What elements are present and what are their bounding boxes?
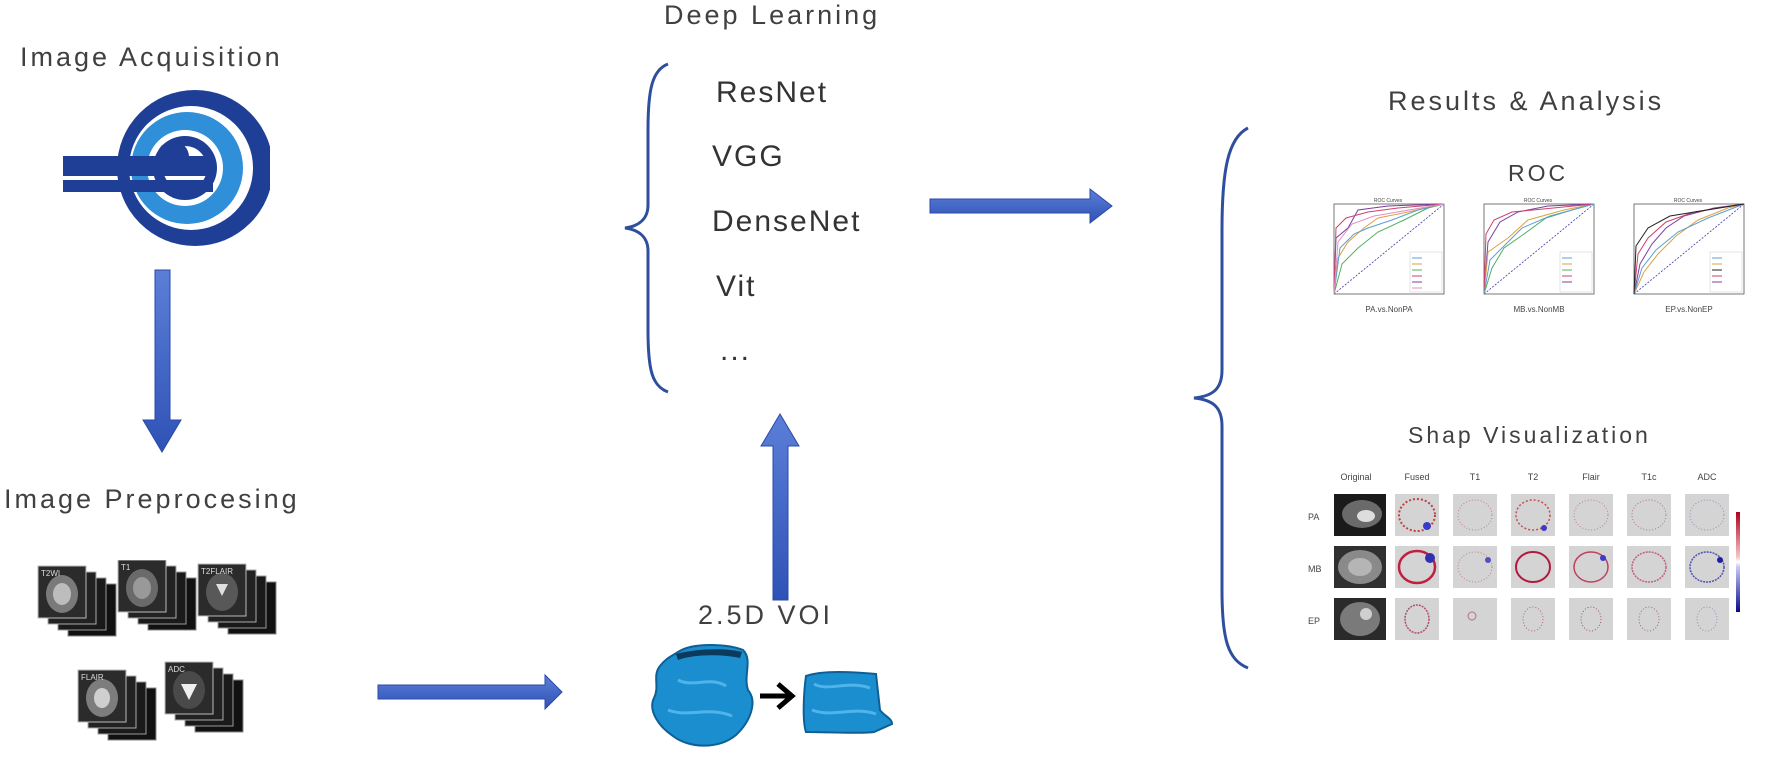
shap-cells-mb: [1395, 546, 1729, 588]
results-title: Results & Analysis: [1388, 86, 1665, 116]
voi-volume-graphic: [651, 644, 894, 747]
svg-text:ROC Curves: ROC Curves: [1674, 198, 1703, 204]
shap-row-mb: MB: [1308, 564, 1322, 574]
mri-stack-adc: ADC: [164, 661, 244, 733]
brace-deep-learning: [624, 62, 669, 394]
roc-title: ROC: [1508, 160, 1569, 186]
shap-cells-ep: [1395, 598, 1729, 640]
shap-col-t2: T2: [1528, 472, 1539, 482]
svg-text:ROC Curves: ROC Curves: [1524, 198, 1553, 204]
arrow-right-deeplearning-results: [929, 187, 1113, 225]
model-ellipsis: ...: [720, 334, 752, 367]
arrow-up-voi-deeplearning: [760, 413, 800, 601]
model-densenet: DenseNet: [712, 205, 862, 238]
shap-row-pa: PA: [1308, 512, 1319, 522]
svg-text:EP.vs.NonEP: EP.vs.NonEP: [1665, 305, 1712, 314]
mri-scanner-icon: [63, 90, 270, 246]
mri-stack-t1: T1: [117, 560, 197, 631]
shap-col-original: Original: [1340, 472, 1371, 482]
model-vit: Vit: [716, 270, 757, 303]
arrow-down-acquisition-preprocessing: [142, 269, 182, 453]
arrow-right-preprocessing-voi: [377, 673, 563, 711]
mri-slice-stacks: T2WI T1 T2FLAIR FLAIR ADC: [37, 560, 277, 741]
svg-text:ADC: ADC: [168, 665, 185, 674]
shap-col-t1c: T1c: [1641, 472, 1657, 482]
shap-col-fused: Fused: [1404, 472, 1429, 482]
voi-2.5d-slab: [802, 671, 894, 734]
model-vgg: VGG: [712, 140, 785, 173]
roc-panel-ep: ROC Curves EP.vs.NonEP: [1633, 198, 1745, 314]
shap-row-ep: EP: [1308, 616, 1320, 626]
svg-text:MB.vs.NonMB: MB.vs.NonMB: [1513, 305, 1564, 314]
shap-col-flair: Flair: [1582, 472, 1600, 482]
svg-text:FLAIR: FLAIR: [81, 673, 104, 682]
svg-text:T2WI: T2WI: [41, 569, 60, 578]
mri-stack-t2flair: T2FLAIR: [197, 563, 277, 635]
shap-title: Shap Visualization: [1408, 422, 1651, 448]
model-resnet: ResNet: [716, 76, 829, 109]
svg-text:ROC Curves: ROC Curves: [1374, 198, 1403, 204]
svg-text:PA.vs.NonPA: PA.vs.NonPA: [1365, 305, 1413, 314]
svg-text:T1: T1: [121, 563, 131, 572]
preprocessing-title: Image Preprocesing: [4, 484, 300, 514]
shap-cells-pa: [1395, 494, 1729, 536]
shap-grid: Original Fused T1 T2 Flair T1c ADC PA MB…: [1308, 472, 1740, 640]
acquisition-title: Image Acquisition: [20, 42, 283, 72]
roc-panel-pa: ROC Curves PA.vs.NonPA: [1333, 198, 1445, 314]
shap-colorbar: [1736, 512, 1740, 612]
shap-col-adc: ADC: [1697, 472, 1717, 482]
roc-panel-mb: ROC Curves MB.vs.NonMB: [1483, 198, 1595, 314]
shap-col-t1: T1: [1470, 472, 1481, 482]
arrow-right-icon: [760, 682, 796, 710]
voi-title: 2.5D VOI: [698, 600, 834, 630]
svg-text:T2FLAIR: T2FLAIR: [201, 567, 233, 576]
brace-results: [1193, 126, 1249, 670]
roc-panels: ROC Curves PA.vs.NonPA ROC Curves MB.vs.…: [1333, 198, 1745, 314]
mri-stack-t2wi: T2WI: [37, 565, 117, 637]
voi-3d-blob: [651, 644, 754, 747]
deep-learning-title: Deep Learning: [664, 0, 881, 30]
mri-stack-flair: FLAIR: [77, 669, 157, 741]
